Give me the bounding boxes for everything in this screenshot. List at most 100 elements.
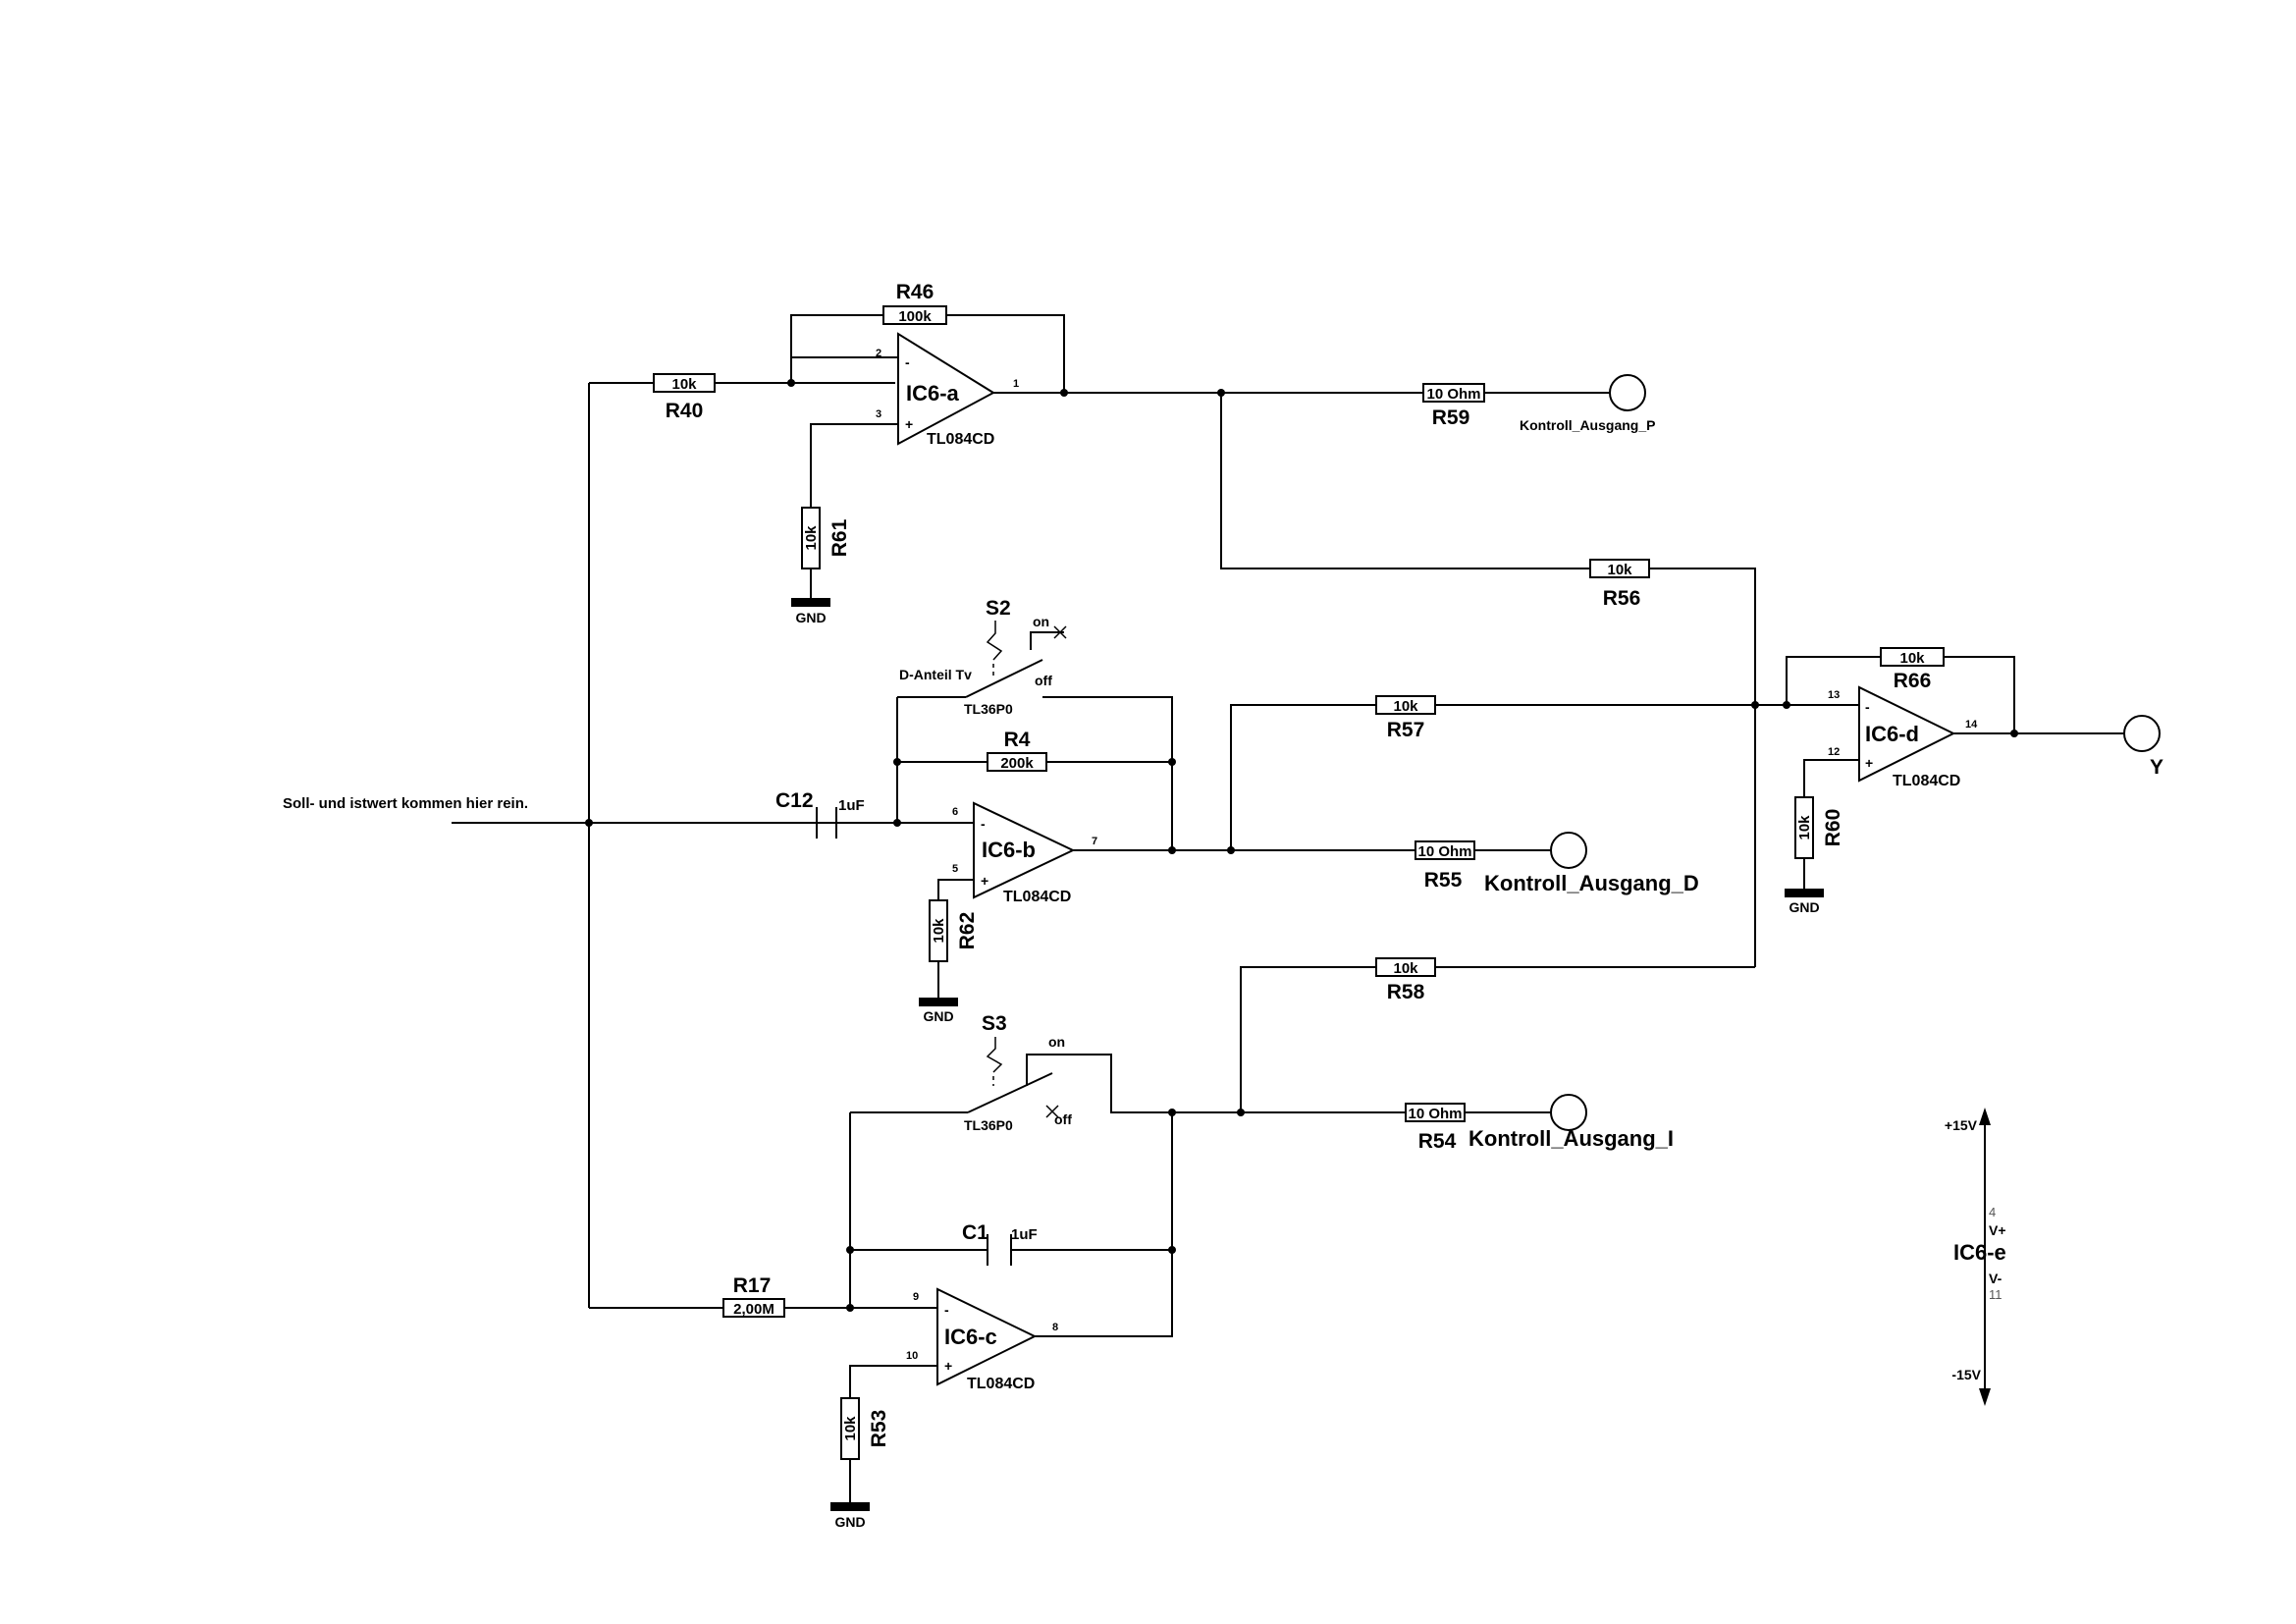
output-y[interactable]: Y — [2123, 715, 2163, 779]
switch-s3[interactable]: S3 on off TL36P0 — [964, 1012, 1172, 1133]
switch-off-label: off — [1054, 1111, 1072, 1127]
resistor-value: 10k — [803, 525, 820, 551]
opamp-label: IC6-a — [906, 381, 960, 406]
pin-number: 7 — [1092, 836, 1097, 847]
output-kontroll-i[interactable]: Kontroll_Ausgang_I — [1468, 1094, 1674, 1151]
svg-text:-: - — [981, 816, 986, 832]
resistor-label: R62 — [956, 912, 979, 950]
resistor-r66: 10k R66 — [1880, 647, 1945, 692]
junction-dot — [585, 819, 593, 827]
power-positive-label: +15V — [1945, 1117, 1978, 1133]
power-negative-label: -15V — [1951, 1367, 1981, 1382]
junction-dot — [1217, 389, 1225, 397]
pin-number: 13 — [1828, 689, 1840, 701]
opamp-ic6-b: - + 6 5 7 IC6-b TL084CD — [952, 801, 1097, 905]
pin-number: 8 — [1052, 1322, 1058, 1333]
ground-r62: GND — [919, 998, 958, 1024]
resistor-label: R66 — [1894, 670, 1932, 692]
svg-text:+: + — [981, 873, 988, 889]
svg-text:+: + — [905, 416, 913, 432]
resistor-value: 2,00M — [733, 1301, 774, 1318]
resistor-value: 10k — [1393, 698, 1418, 715]
resistor-label: R56 — [1603, 587, 1641, 610]
ground-label: GND — [795, 610, 826, 625]
resistor-label: R59 — [1432, 406, 1470, 429]
junction-dot — [1237, 1109, 1245, 1116]
resistor-label: R61 — [828, 518, 851, 557]
junction-dot — [1783, 701, 1790, 709]
switch-on-label: on — [1033, 614, 1049, 629]
resistor-value: 200k — [1000, 755, 1034, 772]
resistor-value: 10k — [1796, 815, 1813, 840]
power-vplus-label: V+ — [1989, 1222, 2006, 1238]
svg-text:-: - — [944, 1302, 949, 1318]
switch-on-label: on — [1048, 1034, 1065, 1050]
junction-dot — [2010, 730, 2018, 737]
opamp-model: TL084CD — [1003, 889, 1071, 905]
junction-dot — [1060, 389, 1068, 397]
opamp-model: TL084CD — [1893, 773, 1960, 789]
resistor-value: 10k — [931, 918, 947, 944]
pin-number: 11 — [1989, 1287, 2002, 1302]
capacitor-label: C1 — [962, 1221, 988, 1244]
resistor-label: R55 — [1424, 869, 1463, 892]
switch-model: TL36P0 — [964, 701, 1013, 717]
opamp-ic6-d: - + 13 12 14 IC6-d TL084CD — [1828, 685, 1978, 789]
output-kontroll-p[interactable]: Kontroll_Ausgang_P — [1520, 374, 1655, 433]
opamp-label: IC6-c — [944, 1325, 997, 1349]
junction-dot — [846, 1246, 854, 1254]
junction-dot — [1227, 846, 1235, 854]
svg-text:-: - — [1865, 699, 1870, 715]
opamp-label: IC6-b — [982, 838, 1036, 862]
opamp-model: TL084CD — [927, 431, 994, 448]
resistor-r4: 200k R4 — [987, 729, 1047, 772]
pin-number: 4 — [1989, 1205, 1996, 1219]
capacitor-value: 1uF — [838, 797, 865, 814]
resistor-value: 10 Ohm — [1426, 386, 1480, 403]
output-label: Kontroll_Ausgang_D — [1484, 871, 1699, 895]
resistor-label: R54 — [1418, 1130, 1457, 1153]
ground-label: GND — [834, 1514, 865, 1530]
resistor-label: R4 — [1004, 729, 1031, 751]
wires — [452, 314, 2124, 1502]
input-label: Soll- und istwert kommen hier rein. — [283, 795, 528, 812]
svg-text:-: - — [905, 354, 910, 370]
junction-dot — [1168, 846, 1176, 854]
output-kontroll-d[interactable]: Kontroll_Ausgang_D — [1484, 832, 1699, 895]
resistor-value: 10k — [671, 376, 697, 393]
resistor-r54: 10 Ohm R54 — [1405, 1103, 1466, 1153]
resistor-r55: 10 Ohm R55 — [1415, 840, 1475, 892]
svg-text:+: + — [1865, 755, 1873, 771]
resistor-r62: 10k R62 — [929, 899, 979, 962]
switch-s2[interactable]: S2 on off D-Anteil Tv TL36P0 — [899, 597, 1067, 717]
opamp-label: IC6-d — [1865, 722, 1919, 746]
resistor-r46: 100k R46 — [882, 281, 947, 325]
junction-dot — [893, 819, 901, 827]
ground-r53: GND — [830, 1502, 870, 1530]
resistor-r61: 10k R61 — [801, 507, 851, 569]
resistor-r40: 10k R40 — [653, 373, 716, 422]
resistor-label: R40 — [666, 400, 704, 422]
ground-r61: GND — [791, 598, 830, 625]
output-label: Kontroll_Ausgang_I — [1468, 1126, 1674, 1151]
junctions — [585, 379, 2018, 1312]
junction-dot — [1751, 701, 1759, 709]
resistor-r58: 10k R58 — [1375, 957, 1436, 1003]
pin-number: 14 — [1965, 719, 1978, 731]
resistor-r53: 10k R53 — [840, 1397, 890, 1460]
resistor-r59: 10 Ohm R59 — [1422, 383, 1485, 429]
resistor-label: R60 — [1822, 809, 1844, 847]
resistor-label: R58 — [1387, 981, 1425, 1003]
resistor-label: R46 — [896, 281, 934, 303]
switch-model: TL36P0 — [964, 1117, 1013, 1133]
resistor-r60: 10k R60 — [1794, 796, 1844, 859]
pin-number: 6 — [952, 806, 958, 818]
output-label: Y — [2150, 756, 2163, 779]
ground-r60: GND — [1785, 889, 1824, 915]
resistor-label: R57 — [1387, 719, 1425, 741]
switch-note: D-Anteil Tv — [899, 667, 972, 682]
pin-number: 3 — [876, 408, 881, 420]
opamp-ic6-c: - + 9 10 8 IC6-c TL084CD — [906, 1287, 1058, 1392]
resistor-value: 10 Ohm — [1408, 1106, 1462, 1122]
